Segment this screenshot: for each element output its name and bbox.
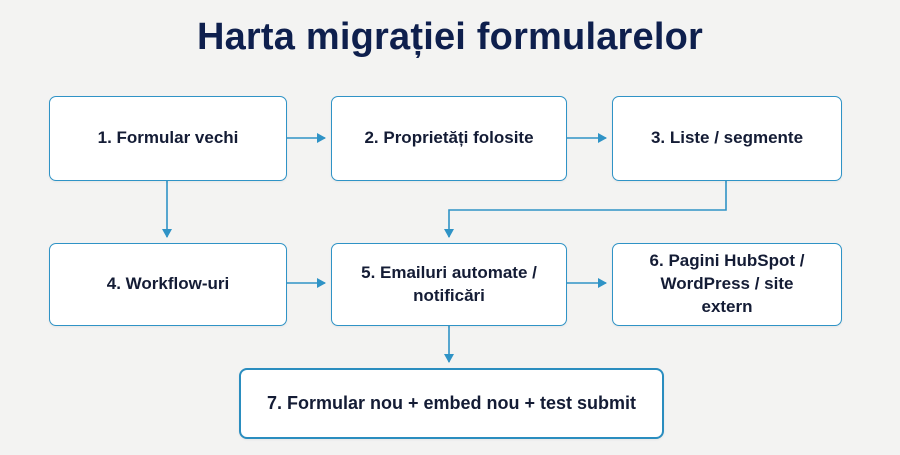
node-label: 3. Liste / segmente	[650, 128, 804, 148]
node-emailuri-automate: 5. Emailuri automate / notificări	[331, 243, 567, 326]
node-label: 1. Formular vechi	[97, 128, 239, 148]
node-workflow-uri: 4. Workflow-uri	[49, 243, 287, 326]
page-title: Harta migrației formularelor	[196, 16, 704, 58]
node-label: 6. Pagini HubSpot / WordPress / site ext…	[649, 251, 805, 316]
node-label: 7. Formular nou + embed nou + test submi…	[266, 393, 637, 414]
node-formular-nou: 7. Formular nou + embed nou + test submi…	[239, 368, 664, 439]
node-pagini-hubspot: 6. Pagini HubSpot / WordPress / site ext…	[612, 243, 842, 326]
node-formular-vechi: 1. Formular vechi	[49, 96, 287, 181]
edge-3-to-5	[444, 181, 727, 238]
node-label: 5. Emailuri automate / notificări	[361, 262, 537, 305]
node-label: 4. Workflow-uri	[106, 274, 230, 294]
node-liste-segmente: 3. Liste / segmente	[612, 96, 842, 181]
node-proprietati-folosite: 2. Proprietăți folosite	[331, 96, 567, 181]
node-label: 2. Proprietăți folosite	[364, 128, 534, 148]
